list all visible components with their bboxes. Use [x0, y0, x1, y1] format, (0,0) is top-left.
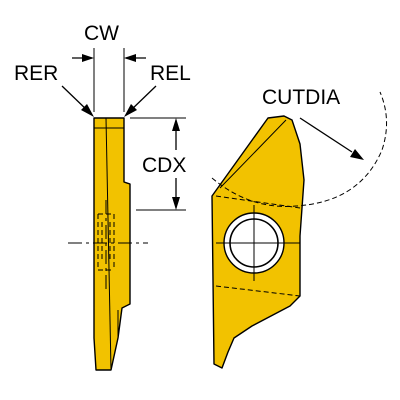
cw-arrow-right [124, 54, 136, 62]
rer-leader: RER [14, 62, 94, 117]
front-view-hidden-line [215, 285, 301, 297]
cw-dimension: CW [72, 22, 146, 112]
cutdia-leader-line [299, 117, 353, 153]
cutdia-arrow [350, 149, 364, 160]
rer-arrow [81, 104, 94, 117]
rel-arrow [124, 104, 137, 117]
side-view [68, 117, 148, 371]
cutdia-label: CUTDIA [262, 86, 340, 109]
cdx-label: CDX [142, 154, 186, 177]
side-view-insert-body [93, 117, 131, 371]
side-view-edge-line [105, 117, 112, 371]
front-view [211, 115, 305, 369]
front-view-hidden-line [215, 195, 301, 209]
cutdia-arc [211, 91, 387, 207]
cdx-label-background [140, 150, 198, 178]
cdx-arrow-bottom [172, 197, 180, 210]
cw-label: CW [84, 22, 119, 45]
rer-label: RER [14, 62, 58, 85]
cdx-arrow-top [172, 118, 180, 131]
front-view-edge-line [219, 119, 287, 189]
rel-label: REL [150, 62, 191, 85]
rel-leader: REL [124, 62, 191, 117]
cdx-dimension: CDX [130, 117, 198, 211]
cw-arrow-left [82, 54, 94, 62]
cutdia-dimension: CUTDIA [211, 86, 387, 207]
